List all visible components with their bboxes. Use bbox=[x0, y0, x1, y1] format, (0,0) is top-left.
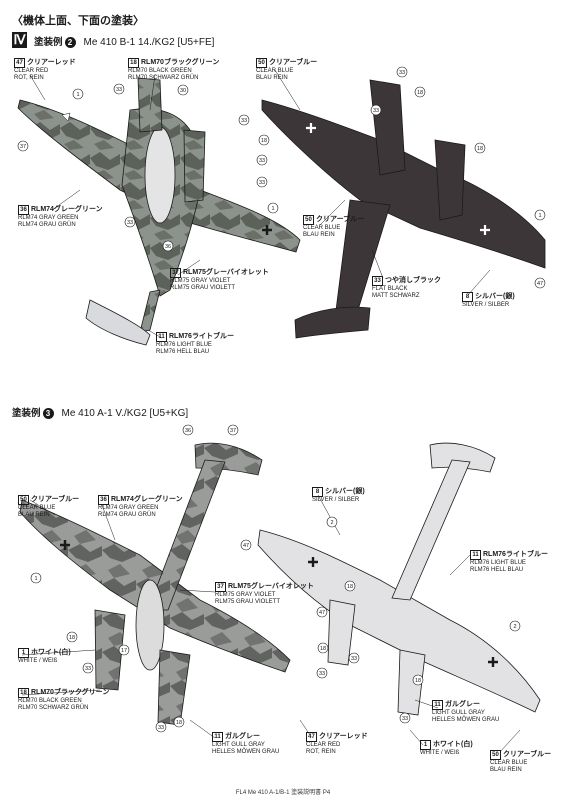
section-title: 〈機体上面、下面の塗装〉 bbox=[12, 15, 144, 27]
callout-leader-lines bbox=[21, 69, 521, 753]
marker-circles bbox=[17, 66, 546, 733]
section-roman-numeral: Ⅳ bbox=[12, 32, 27, 48]
scheme2-title: Me 410 B-1 14./KG2 [U5+FE] bbox=[83, 37, 215, 48]
scheme3-upper-aircraft bbox=[19, 442, 291, 726]
scheme3-label: 塗装例 bbox=[12, 408, 41, 419]
scheme2-label: 塗装例 bbox=[34, 37, 63, 48]
scheme2-lower-aircraft bbox=[261, 79, 546, 339]
scheme3-title: Me 410 A-1 V./KG2 [U5+KG] bbox=[61, 408, 189, 419]
page-footer: FL4 Me 410 A-1/B-1 塗装説明書 P4 bbox=[235, 790, 331, 796]
scheme2-number: 2 bbox=[64, 36, 76, 48]
scheme3-lower-aircraft bbox=[257, 442, 541, 716]
scheme2-upper-aircraft bbox=[17, 77, 301, 346]
scheme3-number: 3 bbox=[42, 407, 54, 419]
